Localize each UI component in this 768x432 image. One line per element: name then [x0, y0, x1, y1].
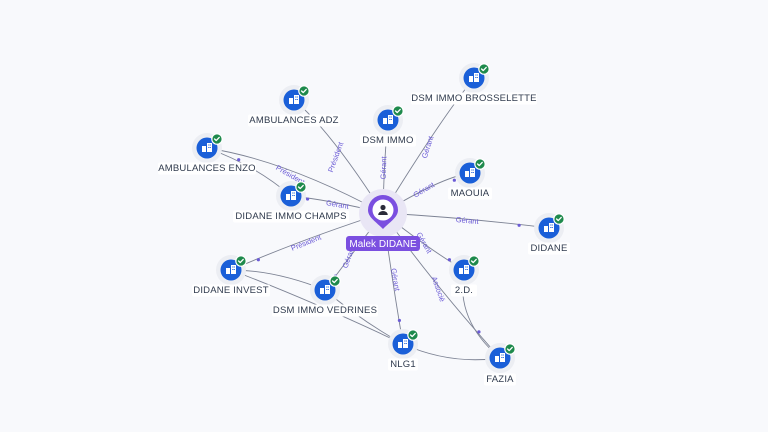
verified-check-icon: [295, 181, 307, 193]
person-icon: [378, 204, 388, 215]
company-node-didane[interactable]: DIDANE: [528, 213, 570, 255]
verified-check-icon: [504, 343, 516, 355]
center-node[interactable]: Malek DIDANE: [346, 189, 420, 251]
verified-check-icon: [407, 329, 419, 341]
edge-arrow: [237, 158, 241, 162]
company-label: DSM IMMO VEDRINES: [273, 305, 377, 316]
verified-check-icon: [298, 85, 310, 97]
verified-check-icon: [392, 105, 404, 117]
relation-label: Président: [290, 232, 324, 253]
company-node-dsm-immo-brosselette[interactable]: DSM IMMO BROSSELETTE: [411, 63, 537, 105]
building-icon: [202, 143, 212, 152]
relation-label: Gérant: [455, 215, 480, 226]
relation-label: Associé: [430, 275, 447, 303]
relation-label: Gérant: [412, 180, 437, 200]
verified-check-icon: [329, 275, 341, 287]
company-label: 2.D.: [455, 285, 473, 296]
relation-edge: [206, 147, 384, 214]
company-label: AMBULANCES ADZ: [249, 115, 338, 126]
relation-label: Gérant: [389, 267, 402, 292]
relation-label: Président: [326, 140, 346, 174]
company-label-bg: [484, 373, 516, 386]
verified-check-icon: [474, 158, 486, 170]
company-label: DSM IMMO: [362, 135, 413, 146]
verified-check-icon: [468, 255, 480, 267]
company-label-bg: [388, 358, 418, 371]
company-node-2d[interactable]: 2.D.: [449, 255, 480, 297]
company-label: DIDANE: [530, 243, 567, 254]
edge-arrow: [305, 197, 310, 201]
company-label-bg: [158, 162, 256, 175]
company-node-dsm-immo[interactable]: DSM IMMO: [360, 105, 416, 147]
company-node-ambulances-adz[interactable]: AMBULANCES ADZ: [248, 85, 340, 127]
edge-arrow: [447, 258, 452, 262]
company-label-bg: [192, 284, 270, 297]
center-name-badge: [346, 236, 420, 251]
building-icon: [398, 339, 408, 348]
company-label-bg: [272, 304, 378, 317]
building-icon: [226, 265, 236, 274]
building-icon: [286, 191, 296, 200]
relation-label: Gérant: [379, 155, 389, 179]
company-label-bg: [248, 114, 340, 127]
edge-arrow: [477, 330, 481, 334]
company-label-bg: [233, 210, 349, 223]
building-icon: [469, 73, 479, 82]
edge-arrow: [517, 223, 521, 227]
edge-arrow: [452, 178, 456, 182]
edge-arrow: [256, 258, 260, 262]
company-label: DIDANE INVEST: [193, 285, 268, 296]
company-node-nlg1[interactable]: NLG1: [388, 329, 419, 371]
company-label-bg: [411, 92, 537, 105]
building-icon: [383, 115, 393, 124]
relation-label: Gérant: [420, 134, 436, 159]
building-icon: [544, 223, 554, 232]
company-label-bg: [448, 187, 492, 200]
building-icon: [465, 168, 475, 177]
company-label: AMBULANCES ENZO: [158, 163, 256, 174]
verified-check-icon: [211, 133, 223, 145]
company-label-bg: [528, 242, 570, 255]
company-label-bg: [360, 134, 416, 147]
nodes-layer: AMBULANCES ADZ DSM IMMO DSM IMMO BROSSELET…: [158, 63, 570, 386]
company-label: MAOUIA: [451, 188, 490, 199]
verified-check-icon: [478, 63, 490, 75]
verified-check-icon: [235, 255, 247, 267]
company-node-dsm-immo-vedrines[interactable]: DSM IMMO VEDRINES: [272, 275, 378, 317]
company-node-maouia[interactable]: MAOUIA: [448, 158, 492, 200]
link-edge: [230, 269, 404, 345]
building-icon: [459, 265, 469, 274]
building-icon: [320, 285, 330, 294]
company-node-didane-invest[interactable]: DIDANE INVEST: [192, 255, 270, 297]
company-label-bg: [451, 284, 477, 297]
center-name-label: Malek DIDANE: [349, 239, 417, 250]
company-label: DSM IMMO BROSSELETTE: [411, 93, 536, 104]
company-node-didane-immo-champs[interactable]: DIDANE IMMO CHAMPS: [233, 181, 349, 223]
company-node-ambulances-enzo[interactable]: AMBULANCES ENZO: [158, 133, 256, 175]
building-icon: [495, 353, 505, 362]
company-node-fazia[interactable]: FAZIA: [484, 343, 516, 386]
edge-arrow: [397, 318, 401, 323]
building-icon: [289, 95, 299, 104]
company-label: FAZIA: [486, 374, 514, 385]
company-label: NLG1: [390, 359, 416, 370]
verified-check-icon: [553, 213, 565, 225]
relation-label: Gérant: [325, 198, 350, 211]
company-label: DIDANE IMMO CHAMPS: [235, 211, 346, 222]
